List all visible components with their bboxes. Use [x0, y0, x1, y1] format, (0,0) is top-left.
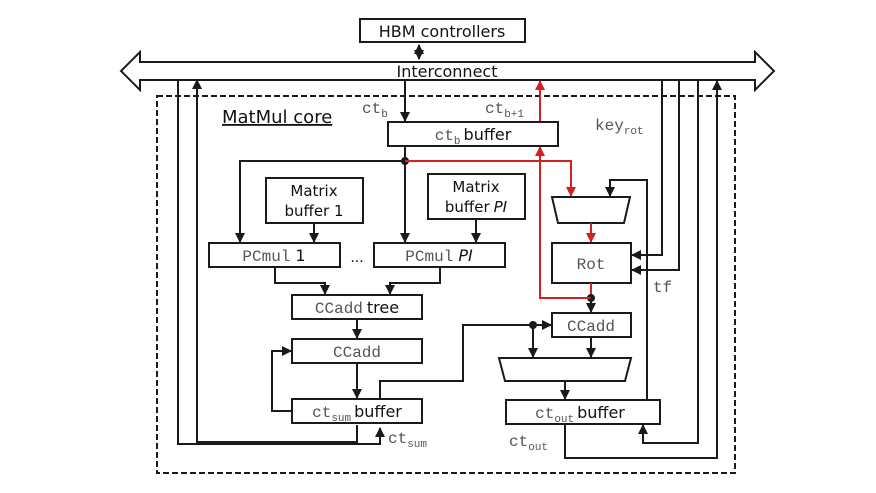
interconnect-bus: Interconnect — [119, 49, 776, 93]
keyrot-label: keyrot — [595, 117, 644, 138]
interconnect-label: Interconnect — [397, 62, 498, 81]
ccadd-accumulate-block: CCadd — [291, 338, 423, 364]
ctsum-output-wire — [192, 79, 358, 443]
rot-label: Rot — [577, 256, 606, 274]
matrix-buffer-1-line1: Matrix — [290, 182, 337, 200]
ccadd-right-label: CCadd — [567, 318, 615, 336]
hbm-controllers-block: HBM controllers — [359, 18, 526, 43]
matrix-buffer-1-line2: buffer 1 — [284, 202, 343, 220]
rot-mux — [550, 196, 632, 224]
ccadd-accumulate-label: CCadd — [333, 344, 381, 362]
rot-to-ctb-buffer-wire — [535, 146, 591, 299]
ctsum-to-right-wire — [379, 324, 533, 399]
ctb-label: ctb — [362, 100, 388, 121]
output-mux — [497, 357, 633, 382]
tf-label: tf — [653, 279, 672, 297]
ctb1-label: ctb+1 — [485, 100, 524, 121]
ctsum-input-wire — [177, 80, 385, 445]
keyrot-wire — [631, 80, 663, 260]
pcmul1-to-tree-wire — [274, 267, 330, 295]
ctout-to-rot-mux-wire — [605, 179, 648, 400]
ctsum-feedback-wire — [271, 346, 292, 412]
to-rot-mux-wire — [405, 160, 576, 197]
tf-wire — [631, 80, 680, 275]
hbm-controllers-label: HBM controllers — [379, 22, 506, 41]
ctsum-label: ctsum — [388, 430, 427, 451]
ellipsis: ... — [350, 250, 363, 266]
ccadd-right-block: CCadd — [551, 312, 632, 338]
matrix-buffer-1-block: Matrix buffer 1 — [265, 177, 364, 224]
ctout-input-wire — [638, 80, 699, 444]
pcmulpi-to-tree-wire — [385, 267, 441, 295]
matmul-core-title: MatMul core — [222, 107, 332, 128]
to-pcmul1-wire — [235, 160, 405, 243]
ctout-label: ctout — [509, 433, 548, 454]
matmul-core-region — [156, 95, 736, 474]
rot-block: Rot — [551, 242, 632, 284]
matrix-buffer-pi-line1: Matrix — [452, 178, 499, 196]
ctout-output-wire — [564, 80, 722, 459]
